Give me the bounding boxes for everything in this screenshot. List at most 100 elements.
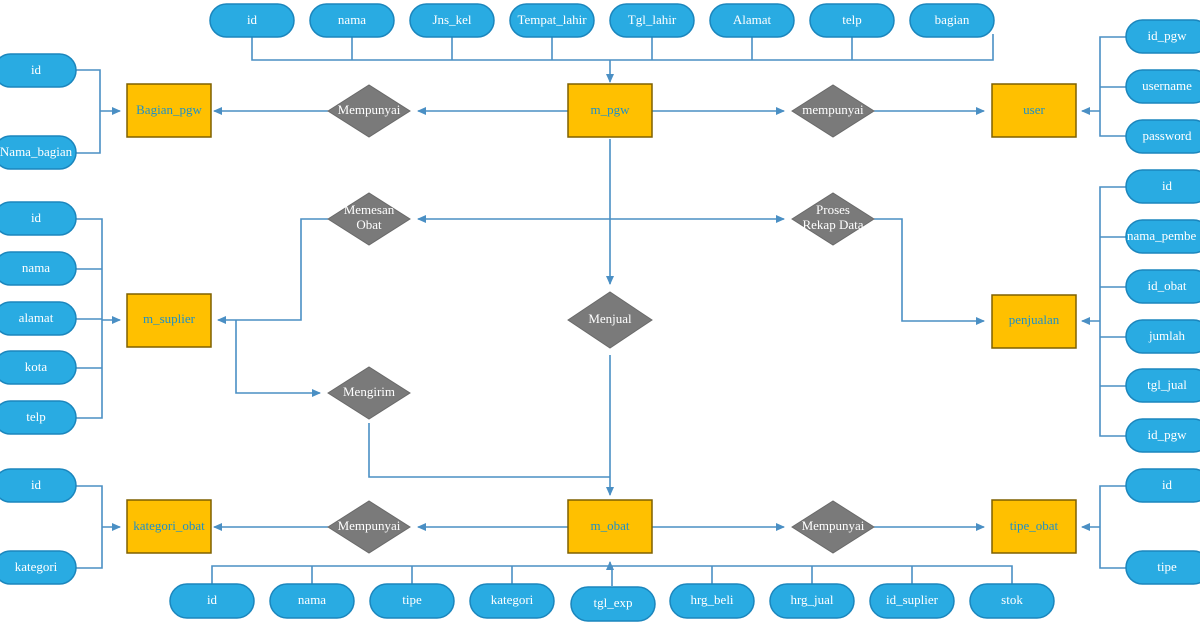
entity-kategori-obat: kategori_obat bbox=[126, 499, 212, 554]
attribute-node: alamat bbox=[0, 301, 77, 336]
m-obat-attributes: id nama tipe kategori tgl_exp hrg_beli h… bbox=[169, 583, 1055, 622]
m-suplier-attributes: id nama alamat kota telp bbox=[0, 201, 77, 435]
attribute-node: id bbox=[209, 3, 295, 38]
attribute-node: nama bbox=[0, 251, 77, 286]
attribute-label: password bbox=[1142, 128, 1192, 143]
attribute-node: id bbox=[0, 201, 77, 236]
tipe-obat-attributes: id tipe bbox=[1125, 468, 1200, 585]
attribute-label: alamat bbox=[19, 310, 54, 325]
attribute-node: id_pgw bbox=[1125, 418, 1200, 453]
relationship-label: Mengirim bbox=[343, 384, 395, 399]
relationship-label-line2: Obat bbox=[356, 217, 382, 232]
connector bbox=[351, 34, 853, 60]
entity-label: Bagian_pgw bbox=[136, 102, 202, 117]
bagian-pgw-attributes: id Nama_bagian bbox=[0, 53, 77, 170]
relationship-mempunyai-tipe: Mempunyai bbox=[791, 500, 875, 554]
entity-label: m_obat bbox=[591, 518, 630, 533]
attribute-label: id bbox=[31, 62, 42, 77]
attribute-label: Jns_kel bbox=[433, 12, 472, 27]
attribute-label: id bbox=[31, 210, 42, 225]
attribute-label: username bbox=[1142, 78, 1192, 93]
attribute-node: password bbox=[1125, 119, 1200, 154]
connector bbox=[76, 69, 120, 154]
attribute-node: hrg_jual bbox=[769, 583, 855, 619]
attribute-node: telp bbox=[809, 3, 895, 38]
kategori-obat-attributes: id kategori bbox=[0, 468, 77, 585]
attribute-label: tipe bbox=[1157, 559, 1177, 574]
relationship-memesan-obat: Memesan Obat bbox=[327, 192, 411, 246]
connector bbox=[76, 218, 120, 419]
attribute-label: id_suplier bbox=[886, 592, 939, 607]
attribute-node: id bbox=[0, 53, 77, 88]
attribute-node: kota bbox=[0, 350, 77, 385]
attribute-label: id bbox=[247, 12, 258, 27]
entity-tipe-obat: tipe_obat bbox=[991, 499, 1077, 554]
attribute-label: nama_pembe bbox=[1127, 228, 1197, 243]
entity-label: tipe_obat bbox=[1010, 518, 1059, 533]
entity-m-suplier: m_suplier bbox=[126, 293, 212, 348]
attribute-node: nama_pembe bbox=[1125, 219, 1200, 254]
entity-label: user bbox=[1023, 102, 1045, 117]
attribute-node: tgl_exp bbox=[570, 586, 656, 622]
connector bbox=[217, 218, 328, 324]
entity-m-obat: m_obat bbox=[567, 499, 653, 554]
relationship-label-line1: Memesan bbox=[344, 202, 395, 217]
relationship-mengirim: Mengirim bbox=[327, 366, 411, 420]
attribute-node: id_suplier bbox=[869, 583, 955, 619]
m-pgw-attributes: id nama Jns_kel Tempat_lahir Tgl_lahir A… bbox=[209, 3, 995, 38]
connector bbox=[235, 320, 321, 397]
attribute-label: id bbox=[207, 592, 218, 607]
attribute-node: telp bbox=[0, 400, 77, 435]
attribute-label: jumlah bbox=[1148, 328, 1186, 343]
attribute-label: hrg_jual bbox=[790, 592, 833, 607]
attribute-label: tipe bbox=[402, 592, 422, 607]
attribute-node: id bbox=[1125, 169, 1200, 204]
attribute-label: telp bbox=[842, 12, 862, 27]
attribute-label: Nama_bagian bbox=[0, 144, 73, 159]
attribute-label: kategori bbox=[491, 592, 534, 607]
connector bbox=[76, 485, 120, 569]
entity-bagian-pgw: Bagian_pgw bbox=[126, 83, 212, 138]
relationship-label: Menjual bbox=[588, 311, 632, 326]
connectors bbox=[76, 34, 1126, 586]
attribute-label: telp bbox=[26, 409, 46, 424]
attribute-label: Alamat bbox=[733, 12, 772, 27]
relationship-menjual: Menjual bbox=[567, 291, 653, 349]
attribute-label: tgl_jual bbox=[1147, 377, 1187, 392]
relationship-mempunyai-kategori: Mempunyai bbox=[327, 500, 411, 554]
entity-m-pgw: m_pgw bbox=[567, 83, 653, 138]
attribute-label: stok bbox=[1001, 592, 1023, 607]
entity-label: penjualan bbox=[1009, 312, 1060, 327]
attribute-node: id bbox=[1125, 468, 1200, 503]
attribute-label: bagian bbox=[935, 12, 970, 27]
attribute-label: nama bbox=[298, 592, 326, 607]
attribute-node: nama bbox=[309, 3, 395, 38]
attribute-label: tgl_exp bbox=[594, 595, 633, 610]
attribute-node: Jns_kel bbox=[409, 3, 495, 38]
attribute-label: Tempat_lahir bbox=[517, 12, 587, 27]
attribute-node: bagian bbox=[909, 3, 995, 38]
attribute-node: stok bbox=[969, 583, 1055, 619]
connector bbox=[311, 566, 913, 584]
attribute-node: Nama_bagian bbox=[0, 135, 77, 170]
attribute-label: id_pgw bbox=[1148, 427, 1188, 442]
attribute-node: tgl_jual bbox=[1125, 368, 1200, 403]
attribute-node: hrg_beli bbox=[669, 583, 755, 619]
connector bbox=[1082, 485, 1126, 569]
attribute-label: id bbox=[1162, 178, 1173, 193]
connector bbox=[1082, 36, 1126, 137]
relationship-label: Mempunyai bbox=[802, 518, 865, 533]
attribute-label: kota bbox=[25, 359, 48, 374]
attribute-node: Tgl_lahir bbox=[609, 3, 695, 38]
user-attributes: id_pgw username password bbox=[1125, 19, 1200, 154]
relationship-label: mempunyai bbox=[802, 102, 864, 117]
relationships: Mempunyai mempunyai Memesan Obat Proses … bbox=[327, 84, 875, 554]
attribute-label: kategori bbox=[15, 559, 58, 574]
attribute-label: id bbox=[31, 477, 42, 492]
attribute-node: id bbox=[0, 468, 77, 503]
attribute-node: jumlah bbox=[1125, 319, 1200, 354]
attribute-node: Alamat bbox=[709, 3, 795, 38]
attribute-node: id_obat bbox=[1125, 269, 1200, 304]
attribute-node: username bbox=[1125, 69, 1200, 104]
